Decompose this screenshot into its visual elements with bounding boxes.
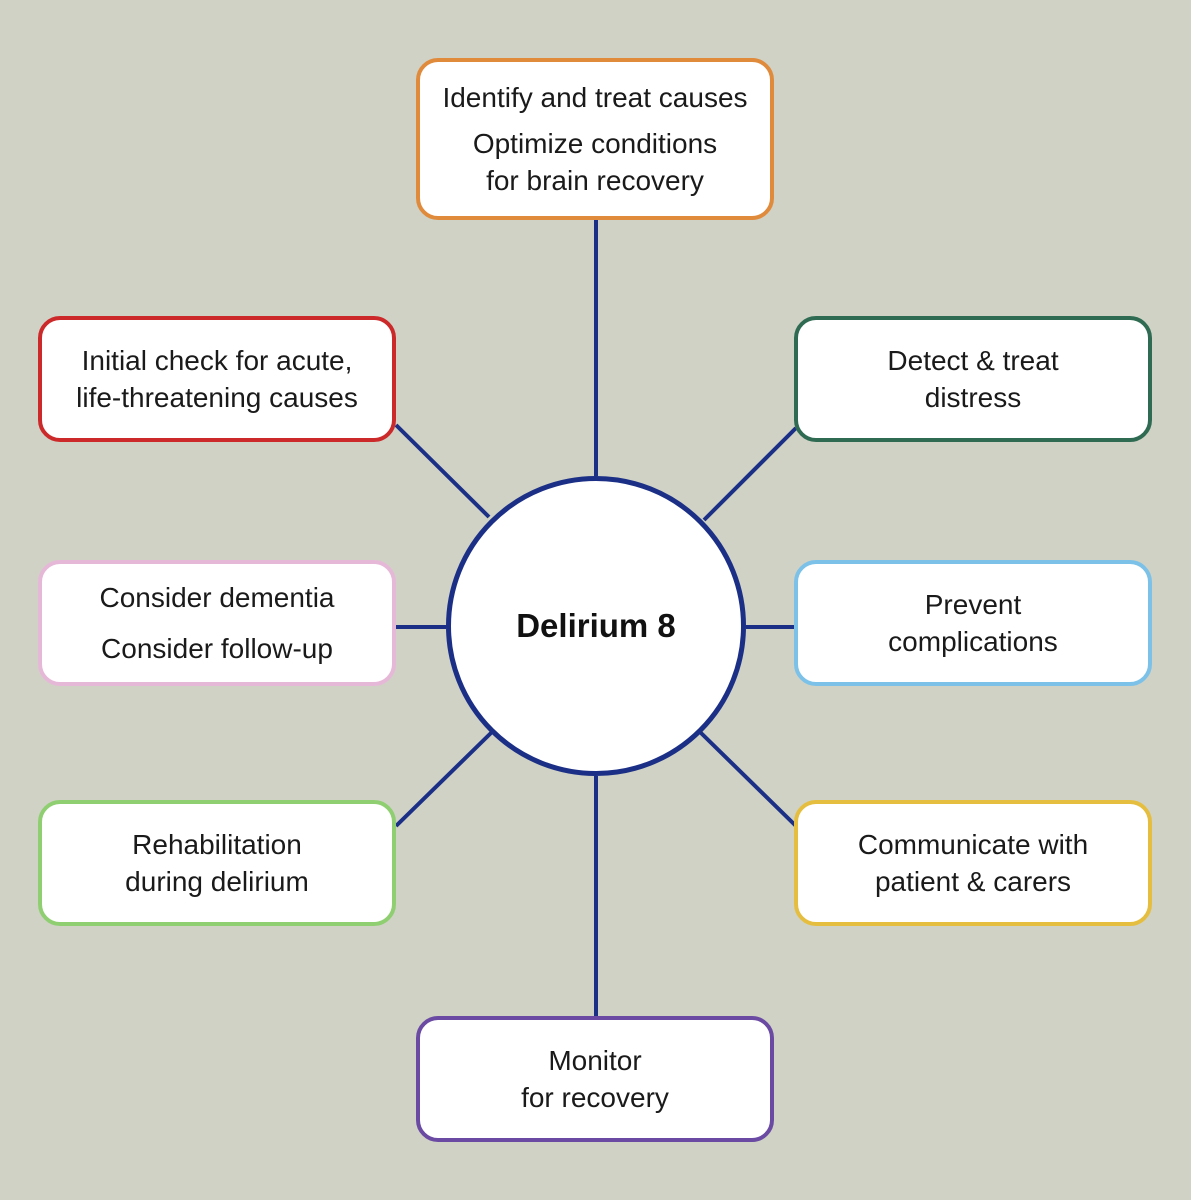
node-consider-dementia: Consider dementia Consider follow-up (38, 560, 396, 686)
node-line: life-threatening causes (76, 382, 358, 413)
node-line: during delirium (125, 866, 309, 897)
connector-lower-right (698, 730, 798, 828)
node-detect-distress: Detect & treat distress (794, 316, 1152, 442)
connector-upper-right (702, 426, 798, 522)
node-line: Communicate with (857, 829, 1089, 860)
node-initial-check: Initial check for acute, life-threatenin… (38, 316, 396, 442)
node-line: Consider follow-up (101, 633, 333, 664)
node-line: for recovery (521, 1082, 669, 1113)
node-line: Monitor (548, 1045, 642, 1076)
node-identify-causes: Identify and treat causes Optimize condi… (416, 58, 774, 220)
node-monitor-recovery: Monitor for recovery (416, 1016, 774, 1142)
node-rehabilitation: Rehabilitation during delirium (38, 800, 396, 926)
center-hub: Delirium 8 (446, 476, 746, 776)
node-line: Prevent (924, 589, 1022, 620)
node-line: for brain recovery (486, 165, 704, 196)
node-line: Rehabilitation (132, 829, 302, 860)
node-line: Consider dementia (99, 582, 335, 613)
center-label: Delirium 8 (516, 607, 676, 644)
connector-upper-left (394, 423, 491, 519)
connector-lower-left (394, 730, 494, 828)
node-line: complications (888, 626, 1058, 657)
node-line: patient & carers (874, 866, 1072, 897)
node-line: Initial check for acute, (81, 345, 353, 376)
node-line: distress (924, 382, 1022, 413)
node-line: Identify and treat causes (442, 82, 748, 113)
node-prevent-complications: Prevent complications (794, 560, 1152, 686)
node-line: Detect & treat (887, 345, 1059, 376)
node-communicate: Communicate with patient & carers (794, 800, 1152, 926)
node-line: Optimize conditions (472, 128, 718, 159)
